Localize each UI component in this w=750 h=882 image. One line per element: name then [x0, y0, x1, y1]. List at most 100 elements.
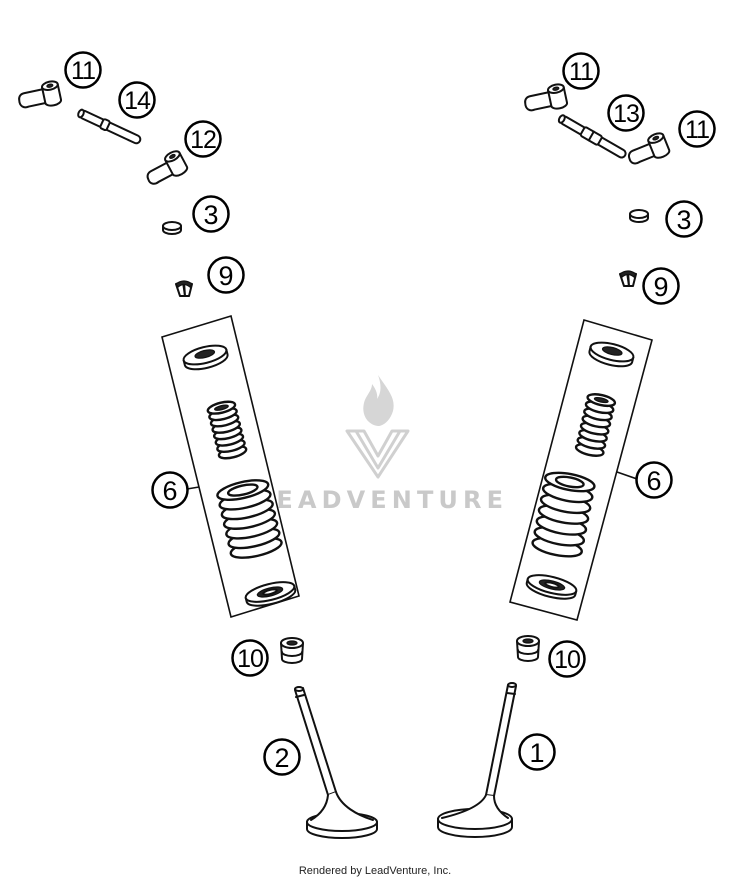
leader-line-6-left — [186, 486, 200, 490]
rocker-arm-bore — [552, 86, 560, 91]
valve-left — [294, 686, 378, 839]
watermark-flame-icon — [363, 375, 394, 426]
callout-spring-set-left[interactable]: 6 — [151, 471, 189, 509]
spring-seat-left — [244, 581, 297, 607]
callout-number: 9 — [218, 261, 233, 291]
seal-bore — [286, 640, 298, 646]
valve-right — [437, 682, 517, 838]
spring-bore — [593, 396, 609, 404]
callout-circle — [562, 52, 600, 90]
rocker-arm-right-lower — [627, 132, 671, 165]
spring-set-box-right — [509, 319, 653, 621]
callout-circle — [635, 461, 673, 499]
callout-number: 1 — [529, 738, 544, 768]
callout-circle — [607, 94, 645, 132]
valve-spring-inner-right — [574, 393, 617, 457]
footer-credit: Rendered by LeadVenture, Inc. — [299, 865, 451, 877]
callout-valve-shim-right[interactable]: 3 — [665, 200, 703, 238]
valve-keeper-left — [175, 280, 193, 297]
callout-circle — [518, 733, 556, 771]
seat-hole — [262, 588, 278, 596]
callout-valve-right[interactable]: 1 — [518, 733, 556, 771]
spring-retainer-left — [182, 344, 229, 371]
valve-stem — [485, 684, 517, 797]
callout-valve-keeper-left[interactable]: 9 — [207, 256, 245, 294]
callout-number: 3 — [676, 205, 691, 235]
valve-stem — [294, 687, 337, 796]
rocker-arm-bore — [652, 135, 660, 141]
rocker-shaft-right — [557, 114, 627, 159]
callout-valve-stem-seal-left[interactable]: 10 — [231, 639, 269, 677]
callout-circle — [665, 200, 703, 238]
spring-set-box-left — [161, 314, 300, 619]
valve-shim-right — [629, 209, 649, 223]
callout-circle — [678, 110, 716, 148]
shaft-end — [557, 114, 566, 124]
rocker-arm-bore — [169, 153, 176, 159]
callout-number: 6 — [162, 476, 177, 506]
valve-stem-seal-left — [280, 637, 304, 664]
shaft-collar — [99, 118, 111, 132]
shaft-end — [77, 108, 85, 119]
leader-line-6-right — [616, 471, 638, 480]
callout-number: 11 — [569, 58, 593, 86]
callout-number: 14 — [124, 87, 151, 115]
callout-rocker-arm-right-upper[interactable]: 11 — [562, 52, 600, 90]
callout-number: 10 — [237, 645, 263, 673]
valve-tip — [294, 686, 304, 692]
callout-number: 11 — [685, 116, 709, 144]
callout-circle — [263, 738, 301, 776]
shaft-collar-line — [587, 130, 595, 142]
callout-circle — [548, 640, 586, 678]
valve-fillet-fill — [442, 795, 508, 823]
callout-rocker-shaft-right[interactable]: 13 — [607, 94, 645, 132]
spring-retainer-right — [588, 341, 635, 368]
callout-circle — [192, 195, 230, 233]
spring-seat-right — [525, 574, 578, 600]
valve-shim-left — [162, 221, 182, 235]
rocker-shaft-left — [77, 108, 142, 145]
callout-number: 9 — [653, 272, 668, 302]
seat-hole — [544, 581, 560, 589]
callout-valve-keeper-right[interactable]: 9 — [642, 267, 680, 305]
valve-fillet-fill — [311, 792, 373, 824]
callout-rocker-shaft-left[interactable]: 14 — [118, 81, 156, 119]
rocker-arm-bore — [46, 83, 54, 88]
shim-face — [629, 209, 649, 219]
shim-face — [162, 221, 182, 231]
valve-groove — [295, 694, 305, 698]
callout-number: 13 — [613, 100, 639, 128]
keeper-top — [175, 280, 193, 288]
callout-rocker-arm-right-lower[interactable]: 11 — [678, 110, 716, 148]
valve-fillet-outline — [310, 791, 374, 821]
valve-stem-seal-right — [516, 635, 540, 662]
callout-rocker-arm-left-upper[interactable]: 11 — [64, 51, 102, 89]
watermark-v-icon — [345, 429, 410, 479]
callout-rocker-arm-left-lower[interactable]: 12 — [184, 120, 222, 158]
valve-spring-outer-left — [216, 479, 283, 559]
seal-step — [517, 649, 539, 655]
callout-valve-shim-left[interactable]: 3 — [192, 195, 230, 233]
callout-valve-left[interactable]: 2 — [263, 738, 301, 776]
spring-bore — [214, 404, 229, 411]
callout-number: 6 — [646, 466, 661, 496]
watermark: LEADVENTURE — [256, 375, 503, 514]
callout-number: 11 — [71, 57, 95, 85]
retainer-hole — [194, 349, 216, 359]
rocker-arm-left-upper — [18, 80, 63, 109]
callout-spring-set-right[interactable]: 6 — [635, 461, 673, 499]
seal-step — [281, 651, 303, 657]
rocker-arm-right-upper — [524, 83, 569, 112]
callout-circle — [64, 51, 102, 89]
callout-circle — [642, 267, 680, 305]
spring-bore — [554, 475, 585, 489]
rocker-arm-left-lower — [146, 150, 189, 185]
callout-circle — [231, 639, 269, 677]
callout-circle — [151, 471, 189, 509]
valve-keeper-right — [619, 270, 637, 287]
keeper-top — [619, 270, 637, 278]
valve-fillet-outline — [441, 794, 509, 819]
callout-valve-stem-seal-right[interactable]: 10 — [548, 640, 586, 678]
callout-circle — [184, 120, 222, 158]
